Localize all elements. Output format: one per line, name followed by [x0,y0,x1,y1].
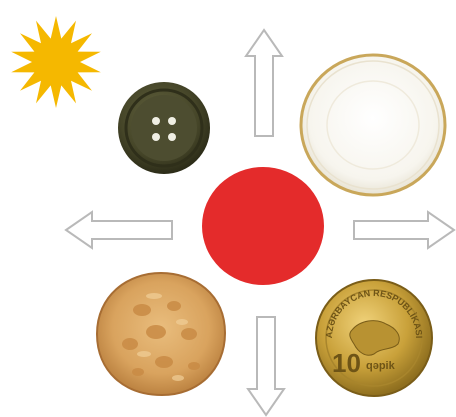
sewing-button-icon [116,80,212,176]
coin-graphic: AZƏRBAYCAN RESPUBLİKASI [314,278,434,398]
arrow-up-icon [242,28,286,140]
coin-value: 10 [332,348,361,379]
round-bread-icon [94,270,228,398]
arrow-left-icon [64,208,176,252]
coin-icon: AZƏRBAYCAN RESPUBLİKASI 10 qəpik [314,278,434,398]
plate-icon [298,52,448,198]
coin-unit: qəpik [366,360,395,372]
sun-icon [8,14,104,110]
arrow-down-icon [244,315,288,417]
arrow-right-icon [350,208,456,252]
